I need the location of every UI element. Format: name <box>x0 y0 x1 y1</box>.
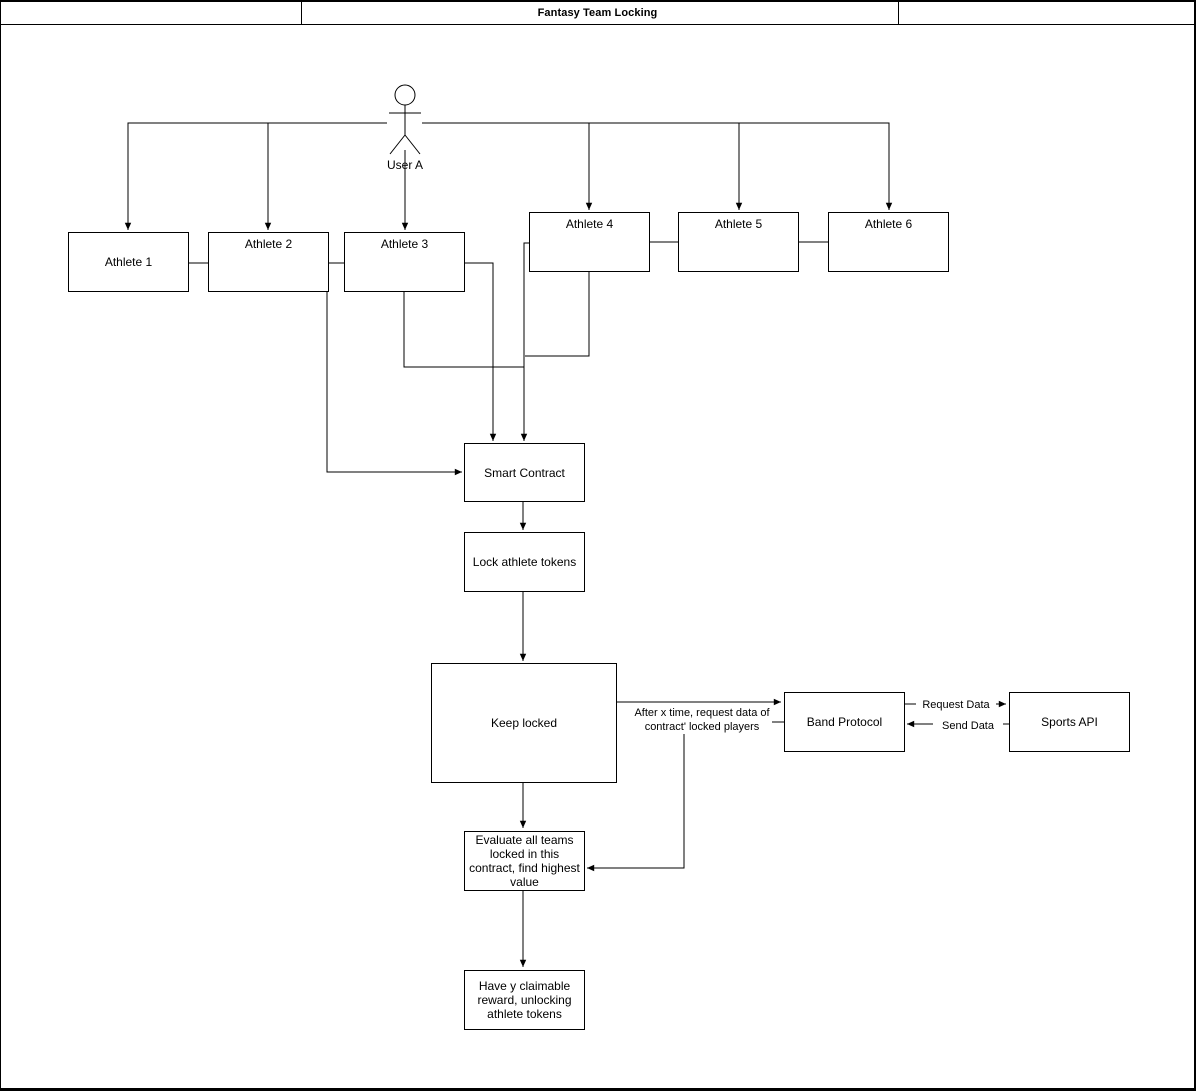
edge-label-send-data: Send Data <box>933 719 1003 733</box>
edge-athlete4-to-smart-contract <box>520 242 529 441</box>
node-athlete-4: Athlete 4 <box>529 212 650 272</box>
node-label: Athlete 1 <box>104 255 153 269</box>
node-label: Evaluate all teams locked in this contra… <box>469 833 580 889</box>
node-label: Athlete 4 <box>565 217 614 231</box>
actor-label: User A <box>386 158 423 172</box>
node-sports-api: Sports API <box>1009 692 1130 752</box>
title-bar-divider <box>301 2 302 24</box>
title-bar-divider <box>898 2 899 24</box>
node-evaluate-teams: Evaluate all teams locked in this contra… <box>464 831 585 891</box>
node-label: Band Protocol <box>806 715 883 729</box>
edge-athlete2-to-smart-contract <box>326 292 462 476</box>
node-athlete-6: Athlete 6 <box>828 212 949 272</box>
edge-user-to-athlete6 <box>422 122 893 210</box>
node-label: Athlete 3 <box>380 237 429 251</box>
edge-label-request-data: Request Data <box>916 698 996 712</box>
title-bar: Fantasy Team Locking <box>1 2 1194 25</box>
node-label: Smart Contract <box>484 465 565 480</box>
node-label: Sports API <box>1041 715 1098 729</box>
node-band-protocol: Band Protocol <box>784 692 905 752</box>
page-title: Fantasy Team Locking <box>537 7 658 19</box>
node-label: Athlete 5 <box>714 217 763 231</box>
edge-user-to-athlete1 <box>124 122 387 230</box>
edge-label-after-x-time: After x time, request data of contract' … <box>632 706 772 734</box>
node-lock-athlete-tokens: Lock athlete tokens <box>464 532 585 592</box>
node-smart-contract: Smart Contract <box>464 443 585 502</box>
node-keep-locked: Keep locked <box>431 663 617 783</box>
edge-athlete3-to-smart-contract <box>464 262 497 441</box>
node-label: Athlete 6 <box>864 217 913 231</box>
node-athlete-5: Athlete 5 <box>678 212 799 272</box>
node-athlete-1: Athlete 1 <box>68 232 189 292</box>
node-claimable-reward: Have y claimable reward, unlocking athle… <box>464 970 585 1030</box>
node-athlete-3: Athlete 3 <box>344 232 465 292</box>
node-athlete-2: Athlete 2 <box>208 232 329 292</box>
node-label: Lock athlete tokens <box>472 555 577 569</box>
node-label: Keep locked <box>490 716 558 730</box>
node-label: Have y claimable reward, unlocking athle… <box>477 979 572 1021</box>
node-label: Athlete 2 <box>244 237 293 251</box>
edge-athlete3-bottom-merge <box>403 292 524 368</box>
actor-icon <box>389 84 421 155</box>
edge-athlete4-bottom-merge <box>525 272 590 357</box>
